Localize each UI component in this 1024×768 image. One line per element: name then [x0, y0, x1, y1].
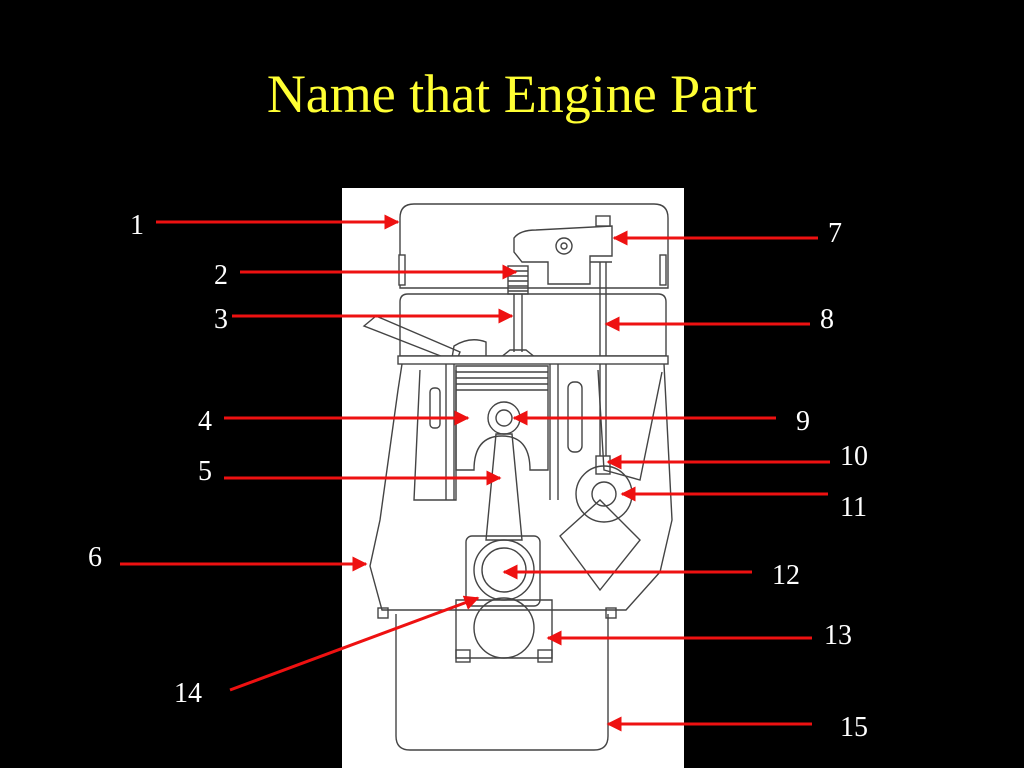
label-11: 11 [840, 492, 867, 523]
label-7: 7 [828, 218, 842, 249]
callout-numbers: 1 2 3 4 5 6 7 8 9 10 11 12 13 14 15 [88, 210, 868, 743]
arrow-14 [229, 595, 480, 692]
label-8: 8 [820, 304, 834, 335]
engine-block [369, 363, 673, 611]
valve-cover [399, 203, 669, 289]
slide-title: Name that Engine Part [266, 64, 758, 124]
label-15: 15 [840, 712, 868, 743]
label-3: 3 [214, 304, 228, 335]
label-4: 4 [198, 406, 212, 437]
piston [455, 365, 549, 471]
label-1: 1 [130, 210, 144, 241]
label-5: 5 [198, 456, 212, 487]
callout-arrows [120, 214, 830, 732]
label-13: 13 [824, 620, 852, 651]
crank-journal [481, 547, 527, 593]
label-12: 12 [772, 560, 800, 591]
label-6: 6 [88, 542, 102, 573]
label-14: 14 [174, 678, 202, 709]
label-10: 10 [840, 441, 868, 472]
oil-pan [395, 614, 609, 751]
label-9: 9 [796, 406, 810, 437]
cylinder-head [399, 293, 667, 357]
rocker-arm [513, 225, 613, 285]
label-2: 2 [214, 260, 228, 291]
connecting-rod [485, 433, 523, 541]
